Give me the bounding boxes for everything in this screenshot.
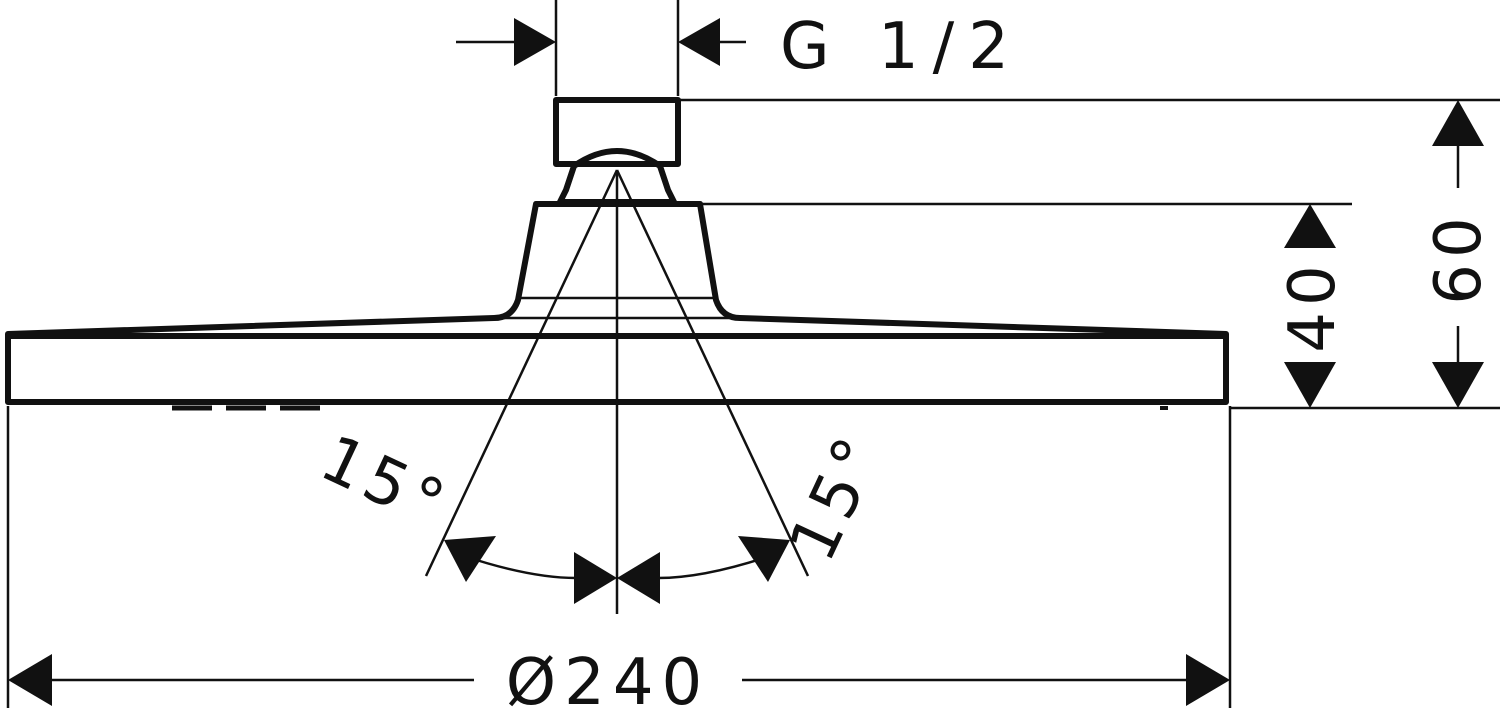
spray-line-right [615, 169, 810, 577]
angle-arrow-left-inner [574, 552, 617, 604]
thread-arrow-right [678, 18, 720, 66]
diameter-label: Ø240 [506, 646, 711, 710]
angle-arrow-right-inner [617, 552, 660, 604]
spray-line-left [424, 169, 619, 577]
total-height-arrow-top [1432, 100, 1484, 146]
head-height-label: 40 [1276, 259, 1350, 352]
angle-arrow-left-outer [444, 536, 496, 582]
thread-label: G 1/2 [780, 10, 1023, 84]
angle-arrow-right-outer [738, 536, 790, 582]
total-height-dimension: 60 [680, 98, 1500, 410]
thread-arrow-left [514, 18, 556, 66]
total-height-label: 60 [1422, 211, 1496, 304]
spray-angle-dimension: 15° 15° [310, 169, 899, 614]
connector-nut [553, 97, 681, 167]
total-height-arrow-bottom [1432, 362, 1484, 408]
diameter-dimension: Ø240 [6, 406, 1232, 710]
angle-left-label: 15° [310, 422, 460, 545]
angle-right-label: 15° [776, 422, 899, 572]
head-height-arrow-bottom [1284, 362, 1336, 408]
diameter-arrow-left [8, 654, 52, 706]
head-height-dimension: 40 [702, 202, 1352, 408]
neck-body [5, 201, 1229, 405]
thread-dimension: G 1/2 [456, 0, 1023, 96]
diameter-arrow-right [1186, 654, 1230, 706]
head-height-arrow-top [1284, 204, 1336, 248]
